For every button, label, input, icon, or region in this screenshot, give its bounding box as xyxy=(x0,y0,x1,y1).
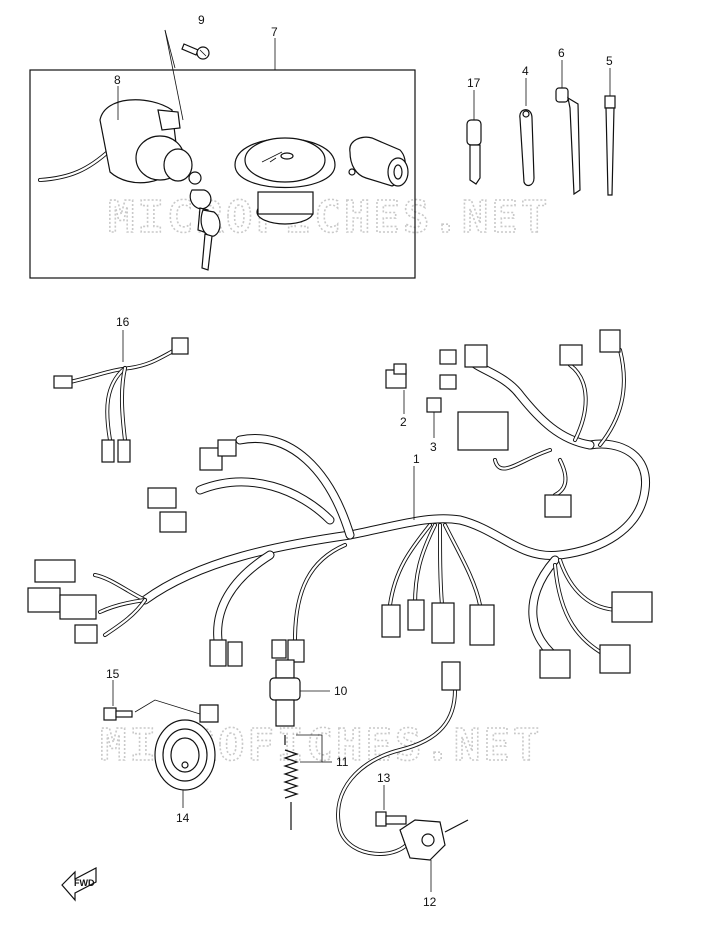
callout-9: 9 xyxy=(198,13,205,27)
harness-connectors xyxy=(27,329,653,679)
leader-9-upper xyxy=(164,29,184,121)
callout-2: 2 xyxy=(400,415,407,429)
cable-tie-6 xyxy=(555,60,581,196)
watermark-top: MICROFICHES.NET xyxy=(108,192,550,243)
leader-9-lower xyxy=(164,29,176,69)
ignition-keys xyxy=(189,189,221,271)
sub-harness-16 xyxy=(53,330,189,463)
callout-labels: 1 2 3 4 5 6 7 8 9 10 11 12 13 14 15 16 1… xyxy=(106,13,613,909)
main-wiring-harness-1 xyxy=(93,348,650,665)
callout-6: 6 xyxy=(558,46,565,60)
fwd-direction-arrow: FWD xyxy=(61,867,97,902)
callout-10: 10 xyxy=(334,684,348,698)
callout-12: 12 xyxy=(423,895,437,909)
callout-17: 17 xyxy=(467,76,481,90)
callout-4: 4 xyxy=(522,64,529,78)
bolt-13 xyxy=(375,785,407,827)
cable-tie-5 xyxy=(604,68,616,196)
bolt-15 xyxy=(103,680,201,721)
callout-5: 5 xyxy=(606,54,613,68)
callout-13: 13 xyxy=(377,771,391,785)
kit-box xyxy=(29,69,416,279)
ignition-switch-kit xyxy=(29,29,416,279)
callout-11: 11 xyxy=(336,755,349,769)
clamp-4 xyxy=(519,78,535,187)
callout-14: 14 xyxy=(176,811,190,825)
callout-1: 1 xyxy=(413,452,420,466)
fwd-label: FWD xyxy=(74,878,95,888)
ignition-switch-8 xyxy=(38,99,202,185)
key-17 xyxy=(466,90,482,185)
callout-3: 3 xyxy=(430,440,437,454)
callout-7: 7 xyxy=(271,25,278,39)
fuel-cap xyxy=(234,137,336,225)
callout-16: 16 xyxy=(116,315,130,329)
screw-9 xyxy=(181,43,210,60)
sensor-12 xyxy=(336,661,469,892)
horn-14 xyxy=(154,704,219,808)
brake-switch-10 xyxy=(269,659,330,727)
fuse-3 xyxy=(426,397,442,438)
relay-2 xyxy=(385,363,407,414)
lock-cylinder xyxy=(348,136,409,187)
spring-11 xyxy=(283,734,332,830)
callout-15: 15 xyxy=(106,667,120,681)
callout-8: 8 xyxy=(114,73,121,87)
